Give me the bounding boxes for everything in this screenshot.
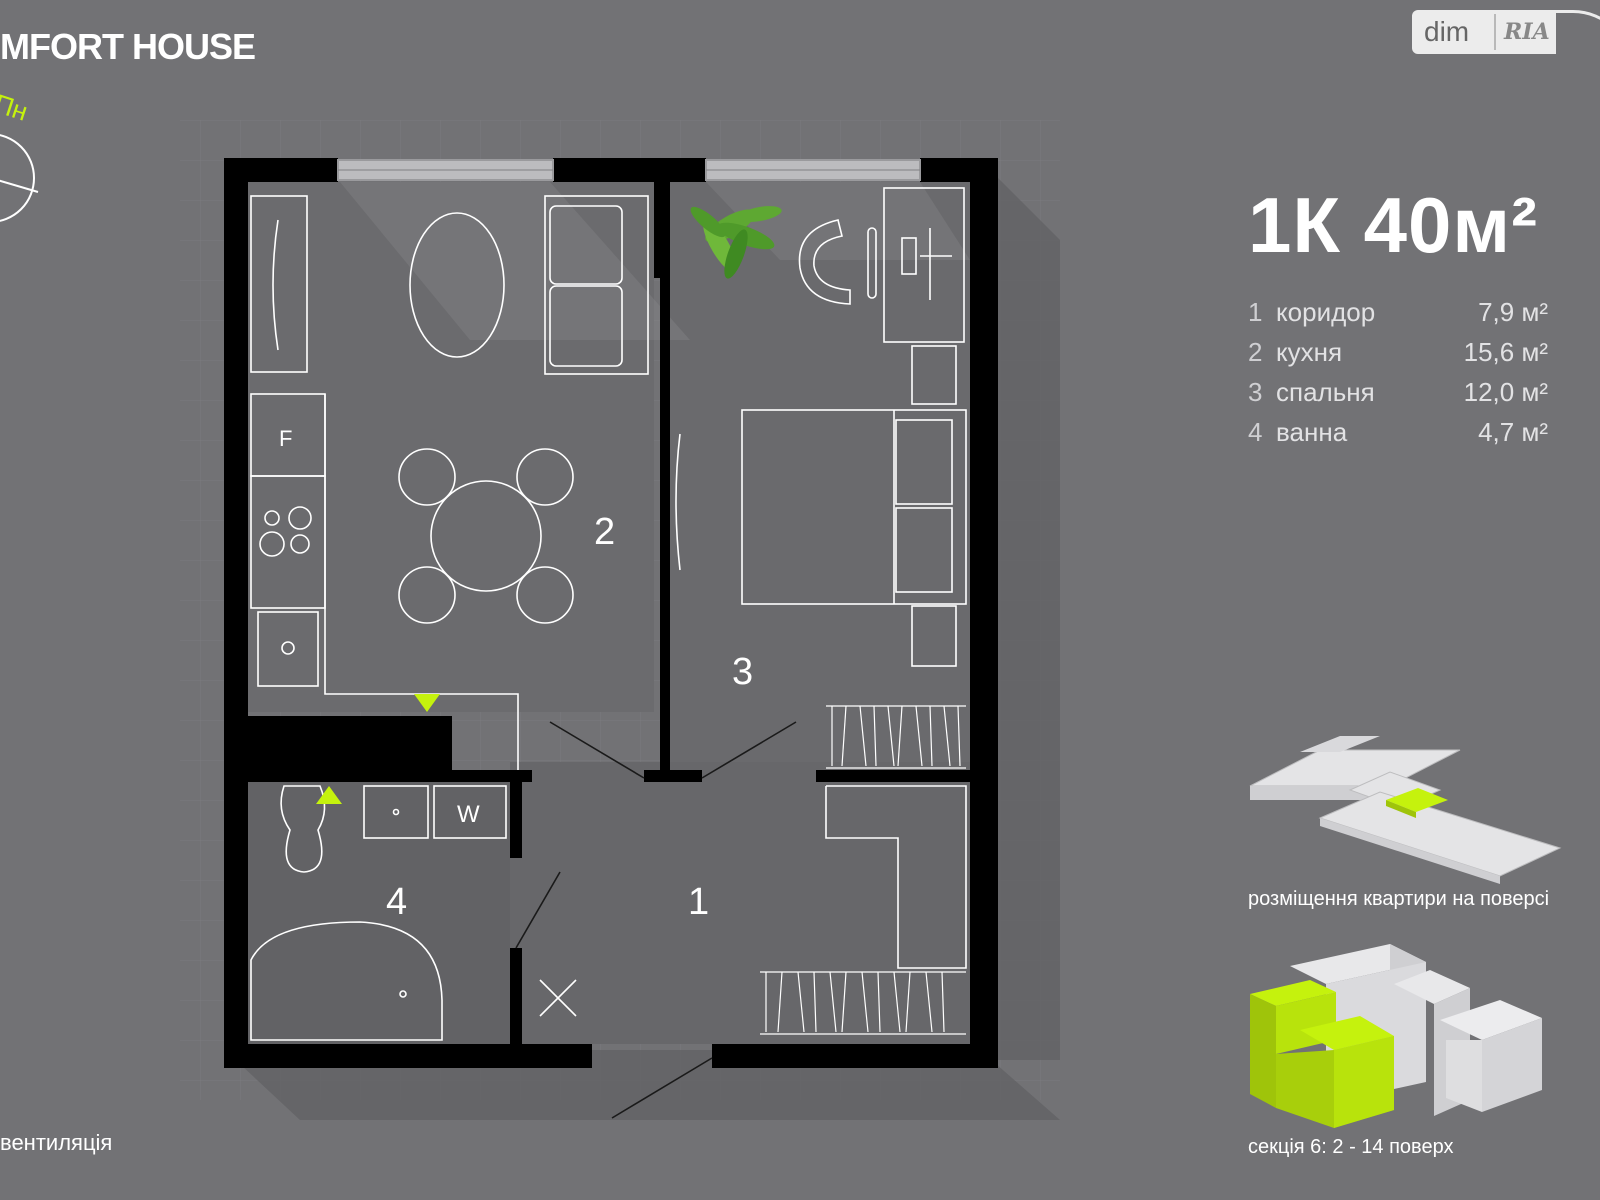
floor-placement-map — [1249, 736, 1562, 884]
room-name: кухня — [1276, 336, 1343, 367]
compass-icon — [0, 134, 39, 222]
ventilation-legend: вентиляція — [0, 1130, 113, 1155]
desk-chair — [798, 219, 851, 305]
sofa — [544, 195, 649, 375]
fridge-label: F — [279, 426, 292, 451]
coffee-table — [409, 212, 505, 358]
walls — [224, 158, 998, 1068]
watermark-divider — [1494, 14, 1496, 50]
room-label-2: 2 — [594, 511, 615, 553]
washer-label: W — [457, 801, 480, 828]
apartment-title: 1К 40м² — [1248, 181, 1539, 269]
bathroom-fixtures — [250, 785, 507, 1041]
bed — [741, 409, 967, 605]
sink — [257, 611, 319, 687]
section-building-3d — [1250, 944, 1542, 1128]
toilet — [280, 785, 326, 873]
watermark-badge[interactable]: dim RIA — [1412, 10, 1556, 54]
room-area: 15,6 м² — [1463, 336, 1548, 367]
bedroom-furniture — [675, 187, 967, 969]
plant-icon — [690, 206, 782, 279]
kitchen-floor — [248, 182, 654, 712]
room-label-4: 4 — [386, 881, 407, 923]
desk — [883, 187, 965, 343]
ventilation-marker-kitchen — [414, 694, 440, 712]
room-area: 12,0 м² — [1463, 376, 1548, 407]
room-area-list: 1 коридор 7,9 м² 2 кухня 15,6 м² 3 спаль… — [1248, 292, 1548, 452]
room-name: ванна — [1276, 416, 1348, 447]
room-number: 4 — [1248, 416, 1263, 447]
room-number: 3 — [1248, 376, 1263, 407]
room-name: спальня — [1276, 376, 1375, 407]
room-name: коридор — [1276, 296, 1376, 327]
window-light — [340, 182, 690, 340]
nightstand-top — [911, 345, 957, 405]
bedroom-floor — [668, 182, 970, 776]
plan-shadow — [980, 160, 1060, 1060]
room-label-1: 1 — [688, 881, 709, 923]
room-number: 1 — [1248, 296, 1263, 327]
furniture — [250, 195, 649, 770]
list-item: 4 ванна 4,7 м² — [1248, 412, 1548, 452]
ventilation-icon — [539, 979, 577, 1017]
wardrobe-kitchen — [250, 195, 308, 373]
bathroom-floor — [248, 782, 510, 1044]
dining-table — [430, 480, 542, 592]
watermark-text: dim — [1424, 16, 1470, 47]
nightstand-bottom — [911, 605, 957, 667]
room-number: 2 — [1248, 336, 1263, 367]
room-area: 4,7 м² — [1478, 416, 1548, 447]
door-lines — [515, 721, 797, 1119]
closet-hatching — [760, 705, 966, 1035]
room-label-3: 3 — [732, 651, 753, 693]
bathtub — [250, 921, 443, 1041]
corner-decoration — [1540, 10, 1600, 113]
list-item: 3 спальня 12,0 м² — [1248, 372, 1548, 412]
washing-machine — [433, 785, 507, 839]
floor-placement-caption: розміщення квартири на поверсі — [1248, 888, 1550, 910]
room-area: 7,9 м² — [1478, 296, 1548, 327]
ventilation-marker-bath — [316, 786, 342, 804]
corridor-floor — [510, 762, 970, 1044]
bath-sink — [363, 785, 429, 839]
wardrobe-door — [272, 219, 279, 351]
list-item: 2 кухня 15,6 м² — [1248, 332, 1548, 372]
list-item: 1 коридор 7,9 м² — [1248, 292, 1548, 332]
brand-title: MFORT HOUSE — [0, 26, 256, 67]
corridor-wardrobe — [825, 785, 967, 969]
section-caption: секція 6: 2 - 14 поверх — [1248, 1136, 1454, 1158]
bedroom-wardrobe-door — [675, 433, 681, 571]
